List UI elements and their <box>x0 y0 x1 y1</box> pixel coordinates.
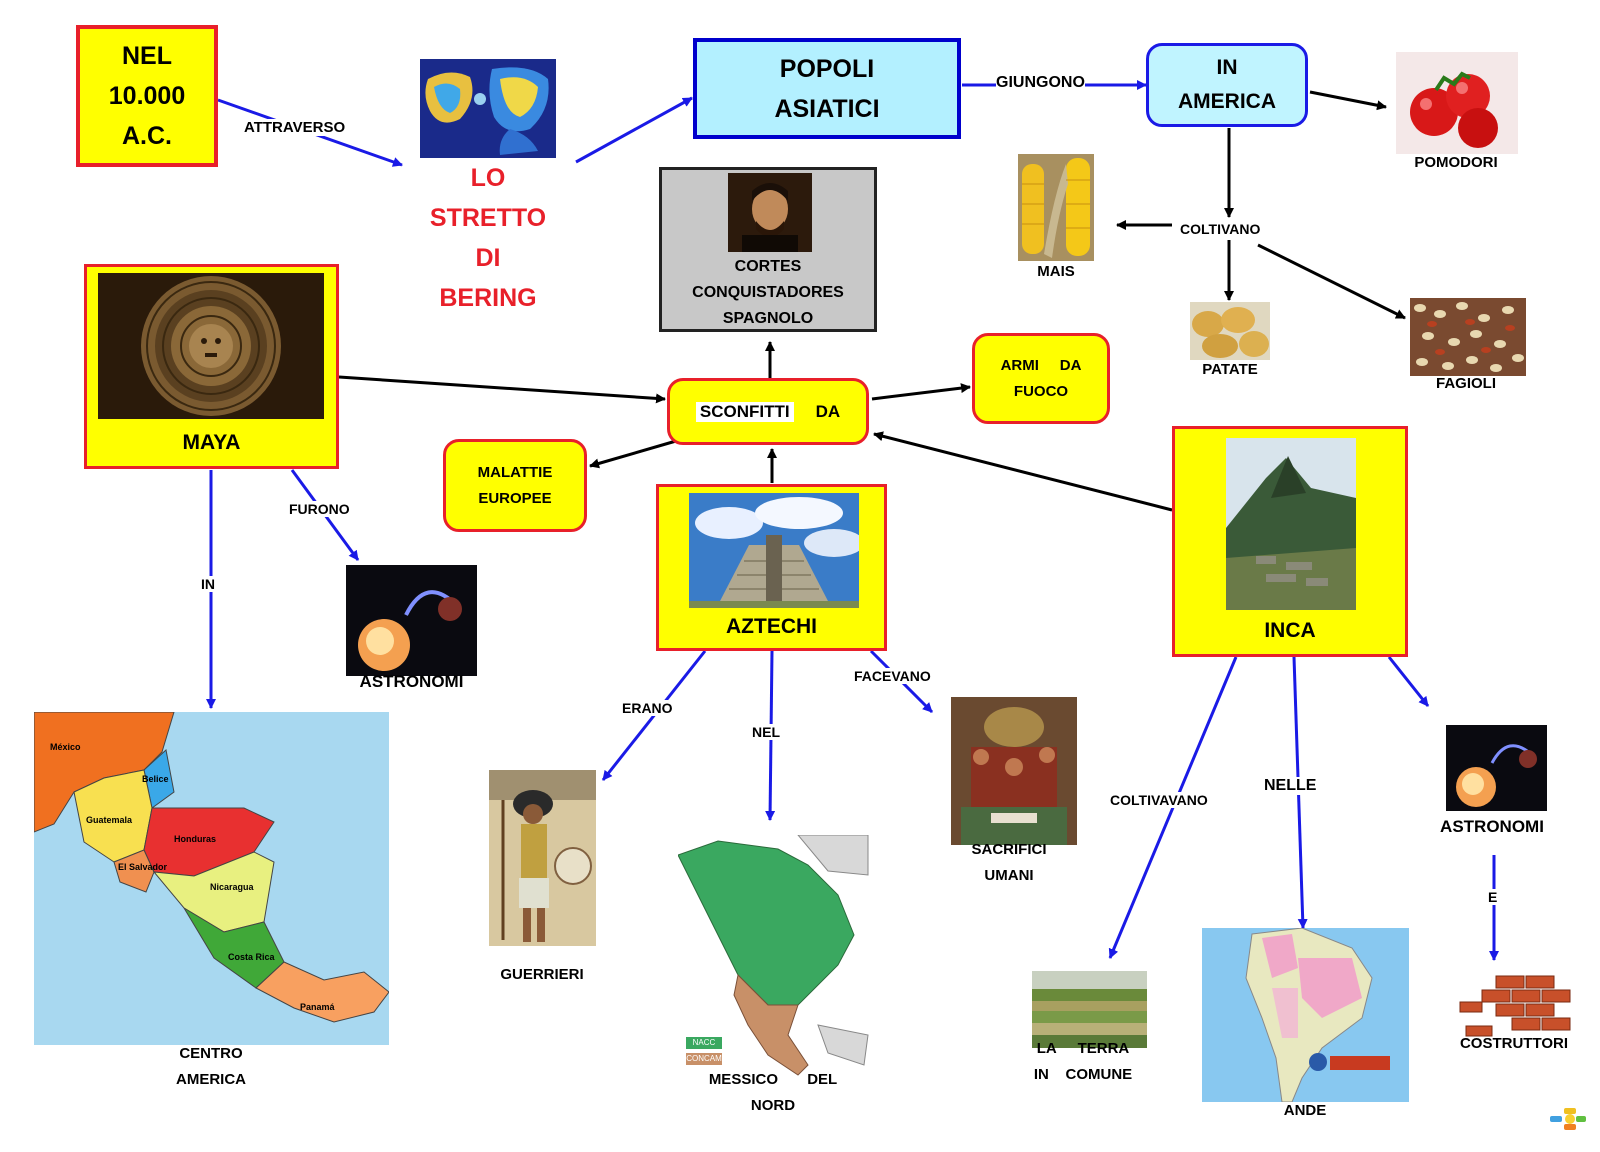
cortes-portrait-image <box>728 173 812 252</box>
arrow-inca-to-sconfitti <box>873 431 1173 512</box>
caption-fagioli: FAGIOLI <box>1436 375 1496 392</box>
legend-nacc: NACC <box>686 1037 722 1049</box>
beans-image <box>1410 298 1526 376</box>
caption-astronomi-inca: ASTRONOMI <box>1440 817 1544 836</box>
astronomy-image-inca <box>1446 725 1547 811</box>
arrow-sconfitti-to-malattie <box>589 439 677 469</box>
central-america-map: México Belice Guatemala Honduras El Salv… <box>34 712 389 1045</box>
caption-sacrifici-umani: SACRIFICI UMANI <box>971 841 1047 884</box>
caption-mais: MAIS <box>1037 263 1075 280</box>
node-in-america: IN AMERICA <box>1146 43 1308 127</box>
node-armi-da-fuoco: ARMI DA FUOCO <box>972 333 1110 424</box>
app-logo-icon <box>1550 1108 1586 1130</box>
link-label-giungono: GIUNGONO <box>996 74 1085 92</box>
arrow-sconfitti-to-armi <box>871 383 971 401</box>
tomatoes-image <box>1396 52 1518 154</box>
arrow-coltivano-to-fagioli <box>1257 243 1406 320</box>
aztec-calendar-stone-image <box>98 273 324 419</box>
caption-patate: PATATE <box>1202 361 1258 378</box>
map-label-panama: Panamá <box>300 1002 335 1012</box>
caption-centro-america: CENTRO AMERICA <box>176 1045 246 1088</box>
bering-strait-map-image <box>420 59 556 158</box>
pyramid-image <box>689 493 859 608</box>
central-america-map-shapes <box>34 712 389 1023</box>
node-aztechi: AZTECHI <box>656 484 887 651</box>
astronomy-image-maya <box>346 565 477 676</box>
legend-concam: CONCAM <box>686 1053 722 1065</box>
map-label-nicaragua: Nicaragua <box>210 882 254 892</box>
node-inca: INCA <box>1172 426 1408 657</box>
south-america-map <box>1202 928 1409 1102</box>
link-label-nelle: NELLE <box>1264 777 1317 795</box>
node-stretto-di-bering: LO STRETTO DI BERING <box>429 164 547 312</box>
node-popoli-asiatici: POPOLI ASIATICI <box>693 38 961 139</box>
machu-picchu-image <box>1226 438 1356 610</box>
map-label-costa-rica: Costa Rica <box>228 952 275 962</box>
map-label-belice: Belice <box>142 774 169 784</box>
link-label-attraverso: ATTRAVERSO <box>244 119 346 136</box>
north-america-map: NACC CONCAM <box>678 835 869 1079</box>
corn-image <box>1018 154 1094 261</box>
map-label-el-salvador: El Salvador <box>118 862 168 872</box>
cortes-caption: CORTES CONQUISTADORES SPAGNOLO <box>692 258 844 327</box>
warrior-image <box>489 770 596 946</box>
caption-pomodori: POMODORI <box>1414 154 1498 171</box>
map-label-guatemala: Guatemala <box>86 815 133 825</box>
farmland-image <box>1032 971 1147 1048</box>
north-america-map-shapes <box>678 835 869 1076</box>
link-label-facevano: FACEVANO <box>854 668 931 684</box>
node-sconfitti-da: SCONFITTI DA <box>667 378 869 445</box>
potatoes-image <box>1190 302 1270 360</box>
node-maya: MAYA <box>84 264 339 469</box>
bricks-image <box>1456 968 1577 1050</box>
link-label-in: IN <box>201 576 215 592</box>
map-label-mexico: México <box>50 742 81 752</box>
link-label-coltivavano: COLTIVAVANO <box>1110 792 1208 808</box>
arrow-maya-to-sconfitti <box>338 375 666 404</box>
maya-label: MAYA <box>182 431 241 454</box>
caption-ande: ANDE <box>1283 1102 1327 1119</box>
link-label-coltivano: COLTIVANO <box>1180 221 1261 237</box>
node-nel-10000: NEL 10.000 A.C. <box>76 25 218 167</box>
caption-astronomi-maya: ASTRONOMI <box>359 672 464 691</box>
link-label-e: E <box>1488 889 1498 905</box>
link-label-furono: FURONO <box>289 501 350 517</box>
arrow-america-to-pomodori <box>1309 90 1387 111</box>
caption-messico-del-nord: MESSICO DEL NORD <box>708 1071 838 1114</box>
aztechi-label: AZTECHI <box>726 615 817 638</box>
caption-guerrieri: GUERRIERI <box>500 966 584 983</box>
caption-la-terra-in-comune: LA TERRA IN COMUNE <box>1033 1040 1133 1083</box>
node-cortes: CORTES CONQUISTADORES SPAGNOLO <box>659 167 877 332</box>
human-sacrifice-image <box>951 697 1077 845</box>
link-label-nel: NEL <box>752 724 780 740</box>
arrow-inca-to-astronomi <box>1387 656 1430 707</box>
arrow-stretto-to-popoli <box>575 96 693 164</box>
inca-label: INCA <box>1264 619 1316 642</box>
node-malattie-europee: MALATTIE EUROPEE <box>443 439 587 532</box>
map-label-honduras: Honduras <box>174 834 217 844</box>
caption-costruttori: COSTRUTTORI <box>1459 1035 1569 1052</box>
link-label-erano: ERANO <box>622 700 673 716</box>
